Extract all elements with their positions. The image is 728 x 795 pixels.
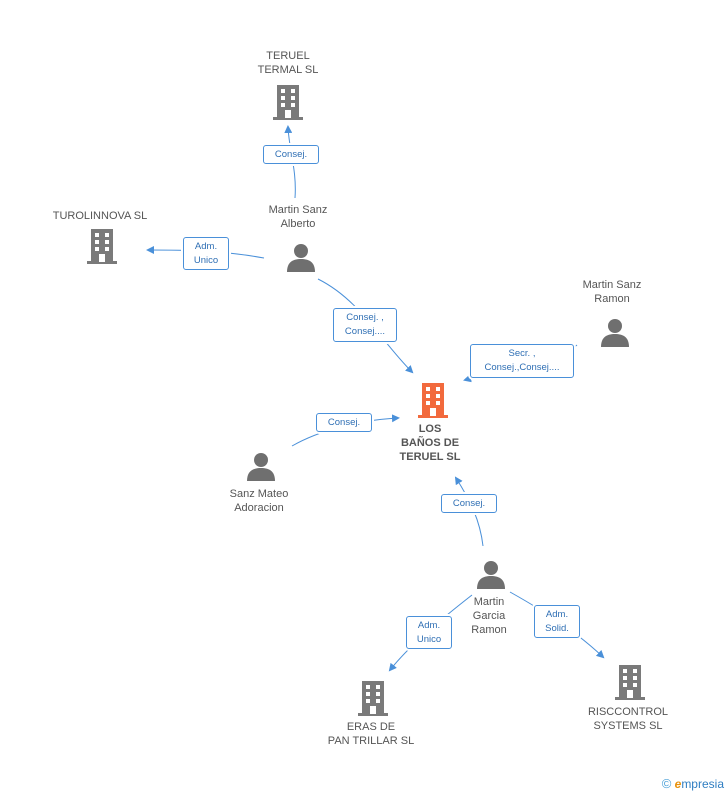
empresia-logo: © empresia: [662, 776, 724, 791]
logo-text: mpresia: [681, 777, 724, 791]
node-martin-garcia-ramon[interactable]: Martin Garcia Ramon: [439, 595, 539, 637]
edge-label-consej[interactable]: Consej.: [441, 494, 497, 513]
building-icon: [615, 665, 645, 700]
main-company-building-icon: [418, 383, 448, 418]
copyright-symbol: ©: [661, 776, 672, 791]
person-label: Martin Sanz Alberto: [268, 204, 328, 230]
person-icon: [287, 244, 315, 272]
person-icon: [247, 453, 275, 481]
node-sanz-mateo-adoracion[interactable]: Sanz Mateo Adoracion: [209, 487, 309, 515]
building-icon: [87, 229, 117, 264]
node-martin-sanz-alberto[interactable]: Martin Sanz Alberto: [248, 203, 348, 231]
edge-label-adm-unico[interactable]: Adm. Unico: [406, 616, 452, 649]
company-label: TUROLINNOVA SL: [52, 210, 148, 222]
person-label: Martin Garcia Ramon: [471, 596, 507, 636]
node-risccontrol-systems[interactable]: RISCCONTROL SYSTEMS SL: [568, 705, 688, 733]
person-icon: [477, 561, 505, 589]
building-icon: [273, 85, 303, 120]
person-icon: [601, 319, 629, 347]
main-company-label: LOS BAÑOS DE TERUEL SL: [399, 423, 461, 463]
node-turolinnova[interactable]: TUROLINNOVA SL: [40, 209, 160, 223]
building-icon: [358, 681, 388, 716]
node-martin-sanz-ramon[interactable]: Martin Sanz Ramon: [562, 278, 662, 306]
edge-label-secr-consej[interactable]: Secr. , Consej.,Consej....: [470, 344, 574, 378]
node-los-banos-de-teruel[interactable]: LOS BAÑOS DE TERUEL SL: [380, 422, 480, 464]
company-label: TERUEL TERMAL SL: [257, 50, 319, 76]
logo-initial: e: [674, 777, 682, 791]
edge-label-adm-unico[interactable]: Adm. Unico: [183, 237, 229, 270]
edge-label-consej[interactable]: Consej.: [316, 413, 372, 432]
person-label: Sanz Mateo Adoracion: [229, 488, 289, 514]
node-teruel-termal[interactable]: TERUEL TERMAL SL: [238, 49, 338, 77]
edge-label-adm-solid[interactable]: Adm. Solid.: [534, 605, 580, 638]
node-eras-de-pan-trillar[interactable]: ERAS DE PAN TRILLAR SL: [311, 720, 431, 748]
company-label: RISCCONTROL SYSTEMS SL: [587, 706, 669, 732]
company-label: ERAS DE PAN TRILLAR SL: [327, 721, 415, 747]
person-label: Martin Sanz Ramon: [582, 279, 642, 305]
edge-label-consej-consej[interactable]: Consej. , Consej....: [333, 308, 397, 342]
edge-label-consej[interactable]: Consej.: [263, 145, 319, 164]
